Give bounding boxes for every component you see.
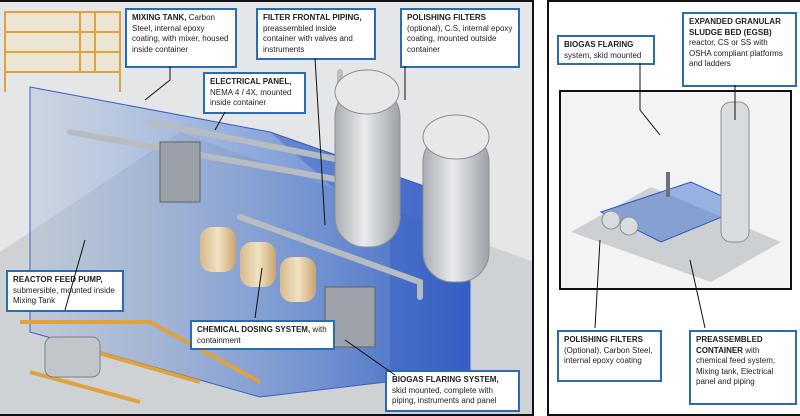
callout-preassembled-container: PREASSEMBLED CONTAINER with chemical fee… [689,330,797,405]
callout-body: system, skid mounted [564,50,642,60]
site-overview-frame [559,90,792,290]
electrical-panel-box [159,141,201,203]
callout-title: BIOGAS FLARING SYSTEM, [392,375,499,384]
callout-title: ELECTRICAL PANEL, [210,77,292,86]
right-illustration-panel: BIOGAS FLARING system, skid mounted EXPA… [547,0,800,416]
callout-title: FILTER FRONTAL PIPING, [263,13,362,22]
callout-biogas-flaring-right: BIOGAS FLARING system, skid mounted [557,35,655,65]
callout-electrical-panel: ELECTRICAL PANEL, NEMA 4 / 4X, mounted i… [203,72,306,114]
callout-chemical-dosing: CHEMICAL DOSING SYSTEM, with containment [190,320,335,350]
callout-filter-frontal-piping: FILTER FRONTAL PIPING, preassembled insi… [256,8,376,60]
callout-title: POLISHING FILTERS [407,13,486,22]
left-illustration-panel: MIXING TANK, Carbon Steel, internal epox… [0,0,534,416]
callout-title: MIXING TANK, [132,13,187,22]
callout-body: (Optional), Carbon Steel, internal epoxy… [564,345,653,366]
callout-body: Carbon Steel, internal epoxy coating, wi… [132,13,229,54]
callout-body: skid mounted, complete with piping, inst… [392,385,497,406]
callout-reactor-feed-pump: REACTOR FEED PUMP, submersible, mounted … [6,270,124,312]
callout-body: reactor, CS or SS with OSHA compliant pl… [689,38,783,68]
callout-polishing-filters: POLISHING FILTERS (optional), C.S, inter… [400,8,520,68]
callout-mixing-tank: MIXING TANK, Carbon Steel, internal epox… [125,8,237,68]
callout-title: BIOGAS FLARING [564,40,634,49]
callout-body: submersible, mounted inside Mixing Tank [13,285,115,306]
callout-polishing-filters-right: POLISHING FILTERS (Optional), Carbon Ste… [557,330,662,382]
callout-title: PREASSEMBLED CONTAINER [696,335,763,355]
feed-pump-motor [44,336,101,378]
callout-body: (optional), C.S, internal epoxy coating,… [407,23,513,54]
site-overview-illustration [571,101,781,282]
callout-biogas-flaring-system: BIOGAS FLARING SYSTEM, skid mounted, com… [385,370,520,412]
container-system-illustration [0,2,532,414]
polishing-filter-tanks [334,69,490,283]
callout-body: preassembled inside container with valve… [263,23,353,54]
callout-title: REACTOR FEED PUMP, [13,275,103,284]
egsb-reactor [720,101,750,243]
callout-title: EXPANDED GRANULAR SLUDGE BED (EGSB) [689,17,781,37]
callout-body: with chemical feed system, Mixing tank, … [696,345,776,387]
callout-title: POLISHING FILTERS [564,335,643,344]
callout-body: NEMA 4 / 4X, mounted inside container [210,87,292,108]
chemical-dosing-tanks [200,227,316,302]
flare-stack [666,172,670,197]
flaring-skid-box [324,286,376,348]
callout-body: with containment [197,325,327,345]
callout-egsb-reactor: EXPANDED GRANULAR SLUDGE BED (EGSB) reac… [682,12,797,87]
mixing-tank-platform [4,11,121,92]
callout-title: CHEMICAL DOSING SYSTEM, [197,325,311,334]
